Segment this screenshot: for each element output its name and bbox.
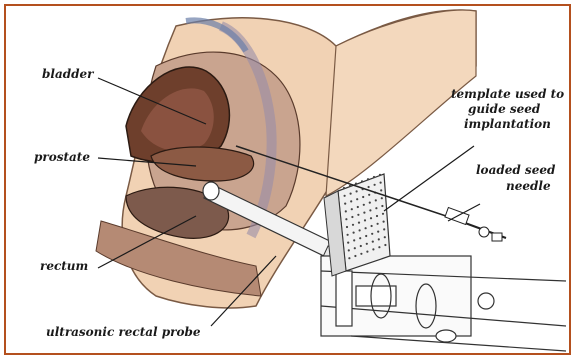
template-hole bbox=[379, 174, 381, 176]
template-hole bbox=[359, 229, 361, 231]
template-hole bbox=[353, 232, 355, 234]
template-hole bbox=[351, 208, 353, 210]
template-hole bbox=[383, 221, 385, 223]
template-hole bbox=[368, 186, 370, 188]
template-hole bbox=[344, 195, 346, 197]
anatomy-diagram: bladder prostate rectum ultrasonic recta… bbox=[6, 6, 569, 353]
template-hole bbox=[360, 253, 362, 255]
template-hole bbox=[358, 222, 360, 224]
template-hole bbox=[354, 255, 356, 257]
template-hole bbox=[384, 244, 386, 246]
template-hole bbox=[374, 184, 376, 186]
template-hole bbox=[356, 198, 358, 200]
thigh-skin bbox=[326, 10, 476, 196]
template-hole bbox=[348, 249, 350, 251]
template-hole bbox=[365, 235, 367, 237]
template-hole bbox=[357, 206, 359, 208]
template-hole bbox=[380, 182, 382, 184]
template-hole bbox=[377, 223, 379, 225]
template-hole bbox=[366, 251, 368, 253]
template-hole bbox=[373, 176, 375, 178]
template-hole bbox=[361, 180, 363, 182]
label-probe: ultrasonic rectal probe bbox=[46, 325, 201, 339]
template-hole bbox=[377, 231, 379, 233]
template-hole bbox=[380, 189, 382, 191]
template-hole bbox=[363, 204, 365, 206]
template-hole bbox=[356, 190, 358, 192]
template-hole bbox=[369, 209, 371, 211]
template-hole bbox=[352, 224, 354, 226]
template-hole bbox=[354, 247, 356, 249]
template-hole bbox=[368, 194, 370, 196]
template-hole bbox=[362, 196, 364, 198]
template-hole bbox=[370, 217, 372, 219]
template-hole bbox=[350, 193, 352, 195]
label-needle-2: needle bbox=[506, 179, 551, 193]
template-hole bbox=[376, 215, 378, 217]
template-hole bbox=[346, 226, 348, 228]
template-hole bbox=[367, 178, 369, 180]
template-hole bbox=[344, 203, 346, 205]
template-hole bbox=[359, 237, 361, 239]
template-hole bbox=[384, 236, 386, 238]
label-prostate: prostate bbox=[34, 150, 90, 164]
template-hole bbox=[351, 216, 353, 218]
template-hole bbox=[375, 199, 377, 201]
template-hole bbox=[345, 218, 347, 220]
template-hole bbox=[348, 257, 350, 259]
template-hole bbox=[366, 243, 368, 245]
label-needle-1: loaded seed bbox=[476, 163, 556, 177]
template-hole bbox=[378, 238, 380, 240]
template-hole bbox=[378, 246, 380, 248]
template-hole bbox=[350, 200, 352, 202]
template-hole bbox=[381, 205, 383, 207]
template-hole bbox=[363, 212, 365, 214]
label-template-1: template used to bbox=[451, 87, 564, 101]
stepper-stand bbox=[321, 256, 566, 351]
template-hole bbox=[355, 183, 357, 185]
template-hole bbox=[371, 233, 373, 235]
template-hole bbox=[381, 197, 383, 199]
template-hole bbox=[365, 227, 367, 229]
template-hole bbox=[375, 207, 377, 209]
probe-tip bbox=[203, 182, 219, 200]
template-hole bbox=[357, 214, 359, 216]
template-hole bbox=[371, 225, 373, 227]
template-hole bbox=[360, 245, 362, 247]
label-bladder: bladder bbox=[42, 67, 95, 81]
template-hole bbox=[369, 202, 371, 204]
template-hole bbox=[345, 210, 347, 212]
template-hole bbox=[382, 213, 384, 215]
template-hole bbox=[372, 248, 374, 250]
template-hole bbox=[343, 187, 345, 189]
illustration-frame: bladder prostate rectum ultrasonic recta… bbox=[4, 4, 571, 355]
template-hole bbox=[372, 241, 374, 243]
template-hole bbox=[364, 219, 366, 221]
template-hole bbox=[347, 242, 349, 244]
template-hole bbox=[353, 239, 355, 241]
label-rectum: rectum bbox=[40, 259, 88, 273]
label-template-3: implantation bbox=[464, 117, 551, 131]
template-hole bbox=[347, 234, 349, 236]
label-template-2: guide seed bbox=[468, 102, 541, 116]
template-hole bbox=[383, 228, 385, 230]
